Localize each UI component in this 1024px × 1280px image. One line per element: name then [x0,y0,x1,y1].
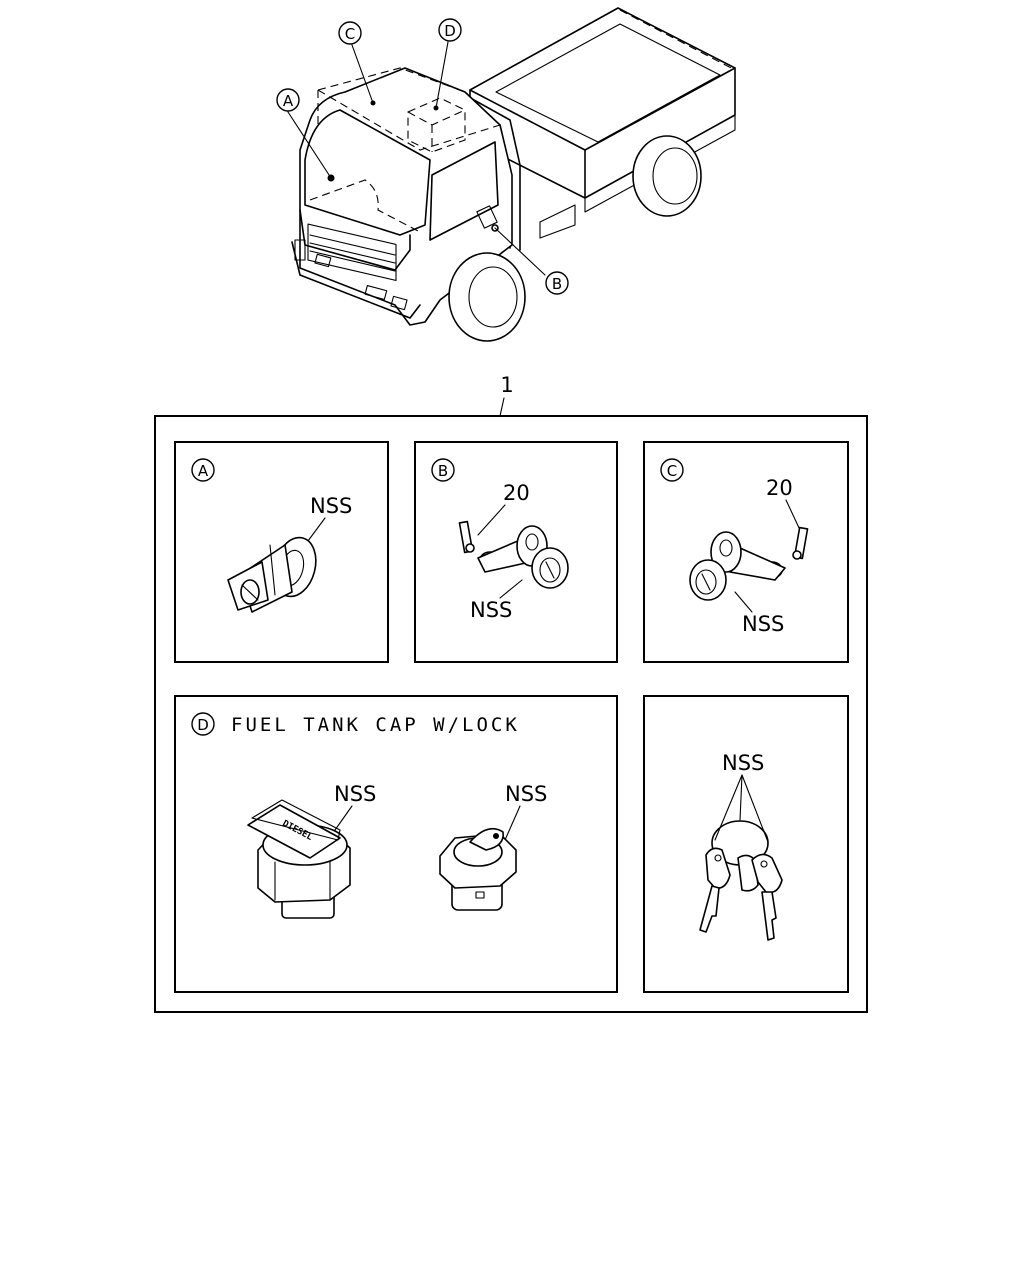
panel-c-nss: NSS [742,612,784,636]
panel-b-nss: NSS [470,598,512,622]
panel-a-nss: NSS [310,494,352,518]
door-lock-cylinder-b [477,525,569,589]
ignition-lock-cylinder [227,536,317,613]
panel-c-letter: C [667,462,677,480]
assembly-number: 1 [500,373,513,397]
windshield [304,109,431,236]
callout-c-label: C [345,25,355,43]
fuel-cap-round [439,827,517,911]
panel-d-title: FUEL TANK CAP W/LOCK [231,714,520,736]
panel-b: B 20 NSS [414,441,618,663]
panel-keys: NSS [643,695,849,993]
panel-c: C 20 NSS [643,441,849,663]
panel-d-nss-right: NSS [505,782,547,806]
panel-b-letter: B [438,462,448,480]
callout-b-label: B [552,275,562,293]
fuel-cap-diesel: DIESEL [247,799,351,919]
callout-d-label: D [444,22,456,40]
callout-a-truck: A [276,88,332,179]
callout-a-label: A [283,92,294,110]
callout-b-truck: B [494,227,569,295]
rear-wheel [632,135,702,217]
panel-keys-nss: NSS [722,751,764,775]
panel-a: A NSS [174,441,389,663]
callout-c-truck: C [338,21,374,104]
panel-d-nss-left: NSS [334,782,376,806]
panel-b-part-no: 20 [503,481,530,505]
panel-d-letter: D [197,716,209,734]
truck-illustration [291,7,736,342]
key-set [699,820,783,941]
door-lock-cylinder-c [689,531,786,601]
callout-d-truck: D [435,18,462,109]
panel-d: D FUEL TANK CAP W/LOCK NSS DIESEL NSS [174,695,618,993]
side-window [429,141,499,241]
panel-c-part-no: 20 [766,476,793,500]
front-wheel [448,252,526,342]
panel-a-letter: A [198,462,209,480]
assembly-frame [154,415,868,1013]
